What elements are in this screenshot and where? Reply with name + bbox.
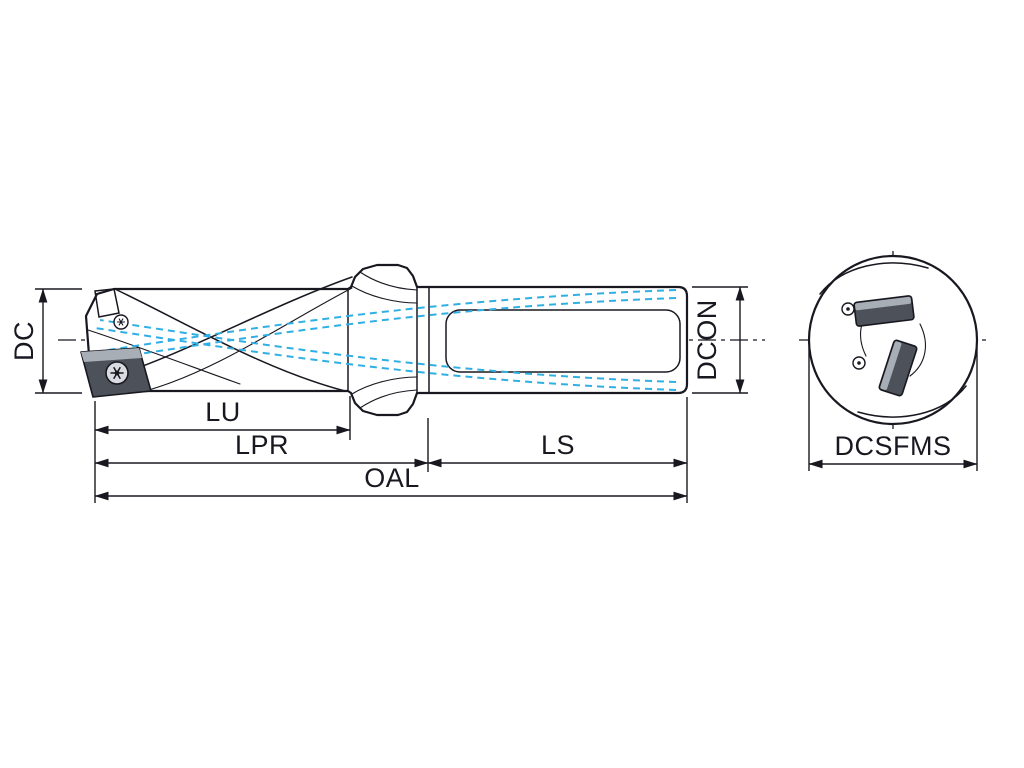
end-view-outer-circle — [807, 254, 979, 426]
end-flute-curve-4 — [909, 323, 926, 377]
flange-runout-top — [351, 285, 418, 304]
central-insert-facet — [81, 348, 142, 362]
end-flute-curve-2 — [857, 385, 967, 418]
dc-label: DC — [9, 321, 39, 361]
flute-curve-3 — [144, 287, 353, 392]
flute-curve-4 — [87, 329, 241, 385]
coolant-line-3 — [94, 327, 677, 391]
peripheral-screw-torx-icon — [116, 318, 126, 326]
end-insert-right-facet — [880, 341, 902, 391]
end-view-dimensions: DCSFMS — [808, 348, 978, 471]
coolant-line-4 — [99, 319, 677, 383]
flange-runout-bottom — [351, 376, 418, 395]
side-view: DC LU LPR LS OAL — [9, 263, 765, 503]
flute-curve-2 — [116, 289, 346, 392]
lu-label: LU — [205, 397, 241, 427]
shank-flat — [445, 309, 681, 373]
coolant-line-1 — [94, 289, 677, 353]
ls-label: LS — [541, 430, 575, 460]
end-view: DCSFMS — [799, 251, 987, 471]
end-flute-curve-1 — [819, 262, 929, 295]
drill-body-outline — [84, 263, 689, 417]
side-view-dimensions: DC LU LPR LS OAL — [9, 286, 748, 503]
drawing-root: DC LU LPR LS OAL — [9, 251, 987, 503]
end-screw-top-dot — [846, 307, 850, 311]
end-screw-right-dot — [857, 361, 861, 365]
peripheral-insert — [94, 288, 120, 318]
dcon-label: DCON — [692, 299, 722, 381]
flange-runout-top-2 — [359, 271, 418, 291]
end-insert-top-facet — [855, 296, 912, 311]
flange-runout-bottom-2 — [359, 389, 418, 409]
coolant-channels — [94, 289, 677, 391]
central-screw-center-dot — [114, 370, 120, 376]
lpr-label: LPR — [235, 430, 289, 460]
coolant-line-2 — [99, 297, 677, 361]
dcsfms-label: DCSFMS — [835, 431, 952, 461]
oal-label: OAL — [364, 463, 420, 493]
